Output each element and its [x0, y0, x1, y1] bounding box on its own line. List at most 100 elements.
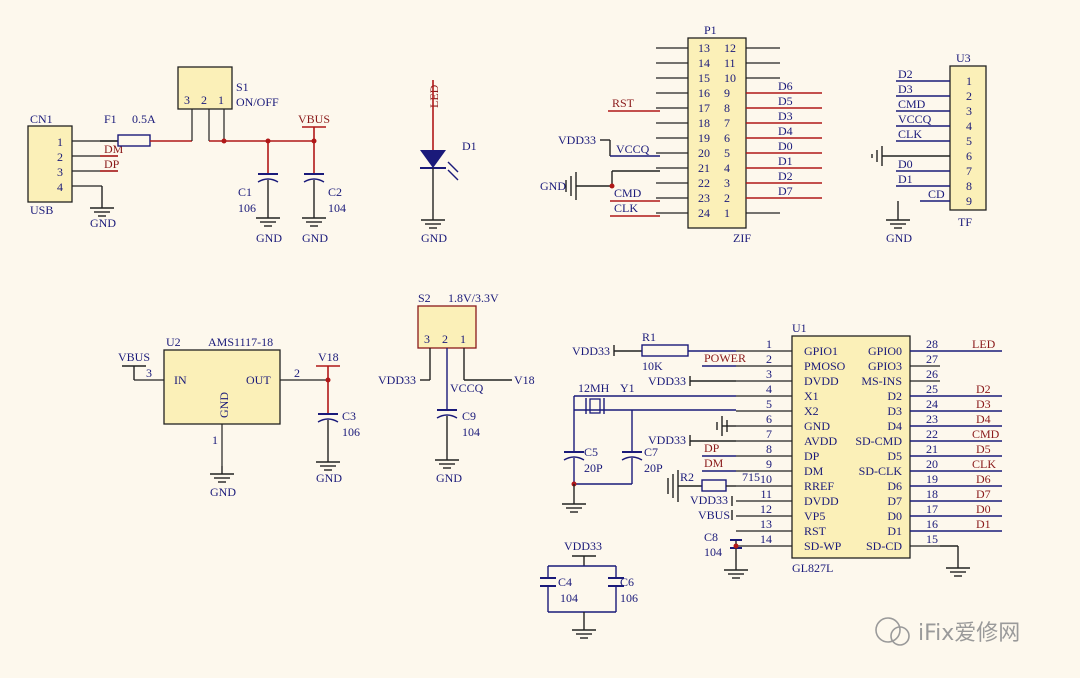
- u1-dp-label: DP: [704, 441, 720, 455]
- s1-pin-2: 2: [201, 93, 207, 107]
- u3-pin-2: 2: [966, 89, 972, 103]
- d1-ref: D1: [462, 139, 477, 153]
- u1-net-d0: D0: [976, 502, 991, 516]
- p1-net-D5: D5: [778, 94, 793, 108]
- p1-ref: P1: [704, 23, 717, 37]
- u1-pinname-25: D2: [887, 389, 902, 403]
- s2-pin-2: 2: [442, 332, 448, 346]
- p1-pin-right-2: 2: [724, 191, 730, 205]
- wechat-icon: [875, 617, 901, 643]
- u1-pinname-27: GPIO3: [868, 359, 902, 373]
- c6-value: 106: [620, 591, 638, 605]
- u3-net-cmd: CMD: [898, 97, 926, 111]
- p1-rst-label: RST: [612, 96, 635, 110]
- p1-pin-right-6: 6: [724, 131, 730, 145]
- s2-pin-3: 3: [424, 332, 430, 346]
- r2-ref: R2: [680, 470, 694, 484]
- p1-pin-right-11: 11: [724, 56, 736, 70]
- u2-out: OUT: [246, 373, 271, 387]
- p1-name: ZIF: [733, 231, 751, 245]
- u1-pin-12: 12: [760, 502, 772, 516]
- p1-pin-left-22: 22: [698, 176, 710, 190]
- u1-name: GL827L: [792, 561, 833, 575]
- u3-pin-3: 3: [966, 104, 972, 118]
- u1-pin-4: 4: [766, 382, 772, 396]
- u1-pinname-21: D5: [887, 449, 902, 463]
- u3-net-d2: D2: [898, 67, 913, 81]
- u1-pinname-28: GPIO0: [868, 344, 902, 358]
- fuse-f1: F1 0.5A: [100, 112, 192, 147]
- r2-value: 715: [742, 470, 760, 484]
- p1-pin-right-9: 9: [724, 86, 730, 100]
- p1-pin-left-16: 16: [698, 86, 710, 100]
- u1-pin-6: 6: [766, 412, 772, 426]
- u1-dm-label: DM: [704, 456, 724, 470]
- u2-gnd-label: GND: [210, 485, 236, 499]
- u2-ref: U2: [166, 335, 181, 349]
- p1-pin-left-24: 24: [698, 206, 710, 220]
- u1-pinname-15: SD-CD: [866, 539, 902, 553]
- cn1-pin-3: 3: [57, 165, 63, 179]
- p1-pin-right-12: 12: [724, 41, 736, 55]
- u1-pin-14: 14: [760, 532, 772, 546]
- u1-pin-1: 1: [766, 337, 772, 351]
- u1-pin-28: 28: [926, 337, 938, 351]
- f1-ref: F1: [104, 112, 117, 126]
- p1-pin-left-17: 17: [698, 101, 710, 115]
- u1-pinname-23: D4: [887, 419, 902, 433]
- u2-pin-2: 2: [294, 366, 300, 380]
- u3-net-cd: CD: [928, 187, 945, 201]
- s1-ref: S1: [236, 80, 249, 94]
- u1-pinname-5: X2: [804, 404, 819, 418]
- u1-net-d3: D3: [976, 397, 991, 411]
- u1-net-cmd: CMD: [972, 427, 1000, 441]
- u1-pinname-16: D1: [887, 524, 902, 538]
- c4-ref: C4: [558, 575, 572, 589]
- c2-value: 104: [328, 201, 346, 215]
- u1-pinname-2: PMOSO: [804, 359, 846, 373]
- u1-pin-20: 20: [926, 457, 938, 471]
- p1-cmd-label: CMD: [614, 186, 642, 200]
- u1-pin-7: 7: [766, 427, 772, 441]
- u1-pinname-20: SD-CLK: [859, 464, 903, 478]
- u1-pinname-17: D0: [887, 509, 902, 523]
- u1-net-d6: D6: [976, 472, 991, 486]
- s2-pin-1: 1: [460, 332, 466, 346]
- u1-pin-21: 21: [926, 442, 938, 456]
- f1-value: 0.5A: [132, 112, 156, 126]
- u3-pin-1: 1: [966, 74, 972, 88]
- s2-ref: S2: [418, 291, 431, 305]
- u1-pin-26: 26: [926, 367, 938, 381]
- p1-vccq-label: VCCQ: [616, 142, 650, 156]
- u2-v18-label: V18: [318, 350, 339, 364]
- u3-pin-4: 4: [966, 119, 972, 133]
- p1-net-D6: D6: [778, 79, 793, 93]
- u1-pin-10: 10: [760, 472, 772, 486]
- u1-avdd-vdd33-label: VDD33: [648, 433, 686, 447]
- u3-net-clk: CLK: [898, 127, 922, 141]
- u1-pinname-3: DVDD: [804, 374, 839, 388]
- u1-net-clk: CLK: [972, 457, 996, 471]
- c5-ref: C5: [584, 445, 598, 459]
- u1-power-label: POWER: [704, 351, 746, 365]
- p1-pin-right-5: 5: [724, 146, 730, 160]
- u1-dvdd2-vdd33-label: VDD33: [690, 493, 728, 507]
- u1-pin-2: 2: [766, 352, 772, 366]
- c3-value: 106: [342, 425, 360, 439]
- p1-pin-right-7: 7: [724, 116, 730, 130]
- u1-pinname-11: DVDD: [804, 494, 839, 508]
- u1-vp5-vbus-label: VBUS: [698, 508, 730, 522]
- cn1-name: USB: [30, 203, 53, 217]
- u1-dvdd-vdd33-label: VDD33: [648, 374, 686, 388]
- cn1-pin-1: 1: [57, 135, 63, 149]
- u3-pin-8: 8: [966, 179, 972, 193]
- vdd33-decoupling: VDD33 C4 104 C6 106: [540, 539, 638, 639]
- p1-gnd-label: GND: [540, 179, 566, 193]
- u1-pinname-8: DP: [804, 449, 820, 463]
- u1-pin-15: 15: [926, 532, 938, 546]
- c8-value: 104: [704, 545, 722, 559]
- p1-net-D4: D4: [778, 124, 793, 138]
- u1-pin-25: 25: [926, 382, 938, 396]
